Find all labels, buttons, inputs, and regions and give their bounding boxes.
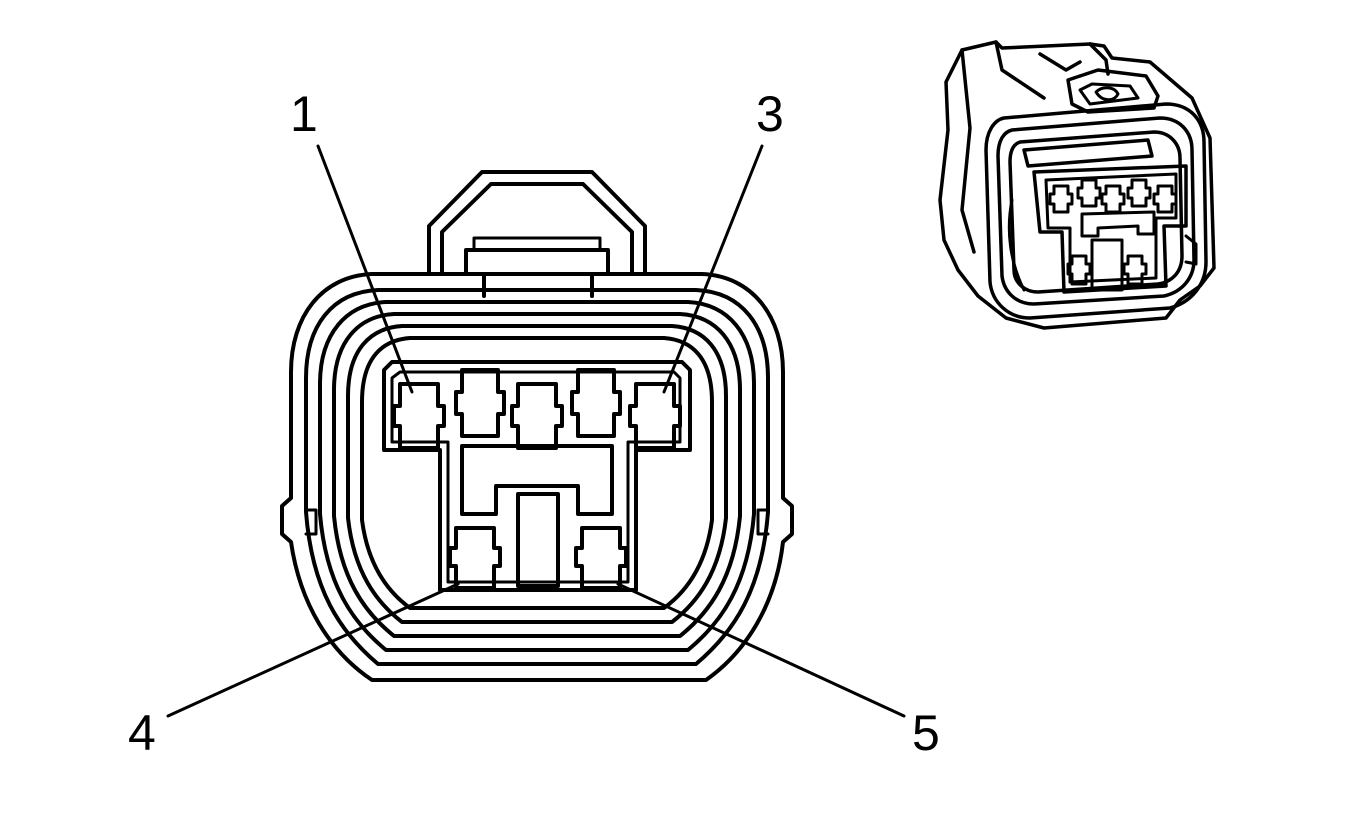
cavity-pin-4 <box>448 526 502 590</box>
label-pin-3: 3 <box>756 86 784 142</box>
leader-pin-1 <box>316 144 414 394</box>
cavity-pin-5 <box>574 526 628 590</box>
connector-face-view <box>280 170 794 682</box>
leader-pin-3 <box>662 144 764 394</box>
housing-outline <box>280 272 794 682</box>
iso-front-frame <box>984 102 1208 320</box>
cavity-top-center <box>510 382 564 450</box>
leader-pin-4 <box>166 582 460 718</box>
label-pin-5: 5 <box>912 705 940 761</box>
cavity-pin-3 <box>628 382 682 450</box>
connector-rear-body <box>938 40 1216 330</box>
connector-isometric-view <box>938 40 1216 330</box>
locking-tab <box>427 170 647 298</box>
label-pin-4: 4 <box>128 705 156 761</box>
callout-leaders <box>166 144 906 718</box>
center-polarization-slot <box>516 492 560 588</box>
cavity-top-4 <box>570 368 622 438</box>
callout-labels: 1 3 4 5 <box>128 86 940 761</box>
housing-inner-contour <box>304 288 770 666</box>
iso-face-block <box>1022 138 1154 168</box>
cavity-pin-1 <box>392 382 446 450</box>
center-key <box>460 444 614 516</box>
leader-pin-5 <box>616 582 906 718</box>
label-pin-1: 1 <box>290 86 318 142</box>
cavity-top-2 <box>454 368 506 438</box>
cavity-well <box>382 360 692 592</box>
iso-latch <box>1066 68 1160 114</box>
